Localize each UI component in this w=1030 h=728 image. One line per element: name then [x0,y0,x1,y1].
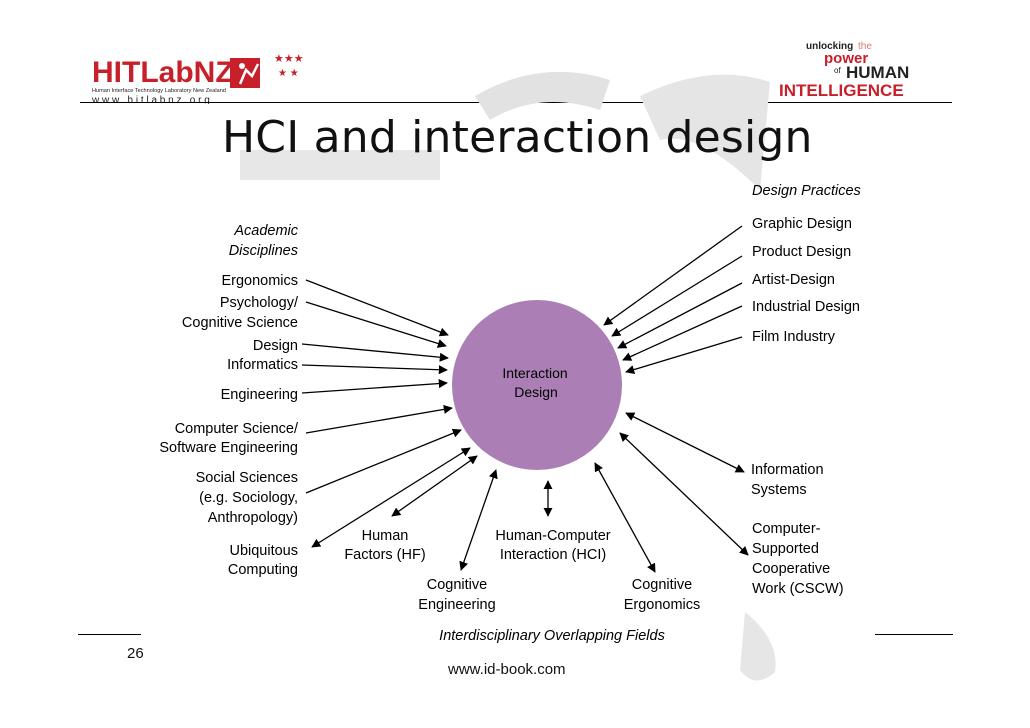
ergonomics-label: Ergonomics [221,273,298,289]
product-design-label: Product Design [752,244,851,260]
page-number: 26 [127,645,144,662]
watermark-shape [740,612,776,681]
academic-disciplines-heading: Academic [233,223,298,239]
arrow-product-design [611,255,743,337]
watermark-swoosh [640,74,770,190]
cognitive-ergonomics-label: Ergonomics [624,597,701,613]
watermark-bar [240,150,440,180]
arrow-computer-science [305,404,453,434]
website-url: www.id-book.com [448,661,566,678]
design-practices-heading: Design Practices [752,183,861,199]
figure-emblem-icon [238,63,260,85]
arrow-human-factors [391,455,478,517]
human-factors-label: Human [362,528,409,544]
cognitive-engineering-label: Engineering [418,597,495,613]
psychology-label: Psychology/ [220,295,299,311]
computer-science-label: Software Engineering [159,440,298,456]
page-title: HCI and interaction design [222,112,813,163]
cscw-label: Work (CSCW) [752,581,844,597]
center-label-line1: Interaction [502,365,567,381]
logo-line4: HUMAN [846,63,909,82]
engineering-label: Engineering [221,387,298,403]
logo-subtitle: Human Interface Technology Laboratory Ne… [92,88,226,94]
cscw-label: Supported [752,541,819,557]
logo-url: w w w . h i t l a b n z . o r g [92,95,210,104]
hitlabnz-logo: HITLabNZ ★★★ ★ ★ Human Interface Technol… [91,52,307,109]
unlocking-power-logo: unlocking the power of HUMAN INTELLIGENC… [776,38,946,107]
cognitive-engineering-label: Cognitive [427,577,487,593]
logo-line2: power [824,50,868,67]
psychology-label: Cognitive Science [182,315,298,331]
arrow-film-industry [625,336,743,374]
arrow-engineering [301,379,448,394]
social-sciences-label: Social Sciences [196,470,298,486]
arrow-informatics [301,364,448,375]
ubiquitous-computing-label: Ubiquitous [229,543,298,559]
arrow-artist-design [617,282,743,349]
arrow-ergonomics [305,279,449,337]
arrow-cognitive-engineering [459,469,498,571]
arrow-information-systems [625,412,745,473]
logo-line1b: the [858,41,872,52]
overlapping-fields-heading: Interdisciplinary Overlapping Fields [439,628,665,644]
hci-label: Human-Computer [495,528,610,544]
informatics-label: Informatics [227,357,298,373]
arrow-cscw [619,432,749,556]
graphic-design-label: Graphic Design [752,216,852,232]
arrow-graphic-design [603,225,743,326]
logo-line3: of [834,66,841,75]
interaction-design-circle [452,300,622,470]
arrow-psychology [305,301,447,348]
center-label-line2: Design [514,384,558,400]
footer-divider-left [78,634,141,635]
star-icon: ★★★ [274,53,304,65]
cscw-label: Computer- [752,521,821,537]
hci-label: Interaction (HCI) [500,547,606,563]
social-sciences-label: Anthropology) [208,510,298,526]
logo-main-text: HITLabNZ [92,56,234,89]
star-icon: ★ ★ [278,68,299,79]
ubiquitous-computing-label: Computing [228,562,298,578]
emblem-head [239,63,245,69]
social-sciences-label: (e.g. Sociology, [199,490,298,506]
human-factors-label: Factors (HF) [344,547,425,563]
information-systems-label: Systems [751,482,807,498]
arrow-industrial-design [622,305,743,361]
artist-design-label: Artist-Design [752,272,835,288]
industrial-design-label: Industrial Design [752,299,860,315]
logo-line1: unlocking [806,41,853,52]
computer-science-label: Computer Science/ [175,421,299,437]
watermark-swoosh [475,71,610,120]
cscw-label: Cooperative [752,561,830,577]
design-label: Design [253,338,298,354]
footer-divider-right [875,634,953,635]
film-industry-label: Film Industry [752,329,836,345]
logo-line5: INTELLIGENCE [779,81,904,100]
academic-disciplines-heading: Disciplines [229,243,298,259]
cognitive-ergonomics-label: Cognitive [632,577,692,593]
information-systems-label: Information [751,462,824,478]
arrow-design [301,343,449,362]
